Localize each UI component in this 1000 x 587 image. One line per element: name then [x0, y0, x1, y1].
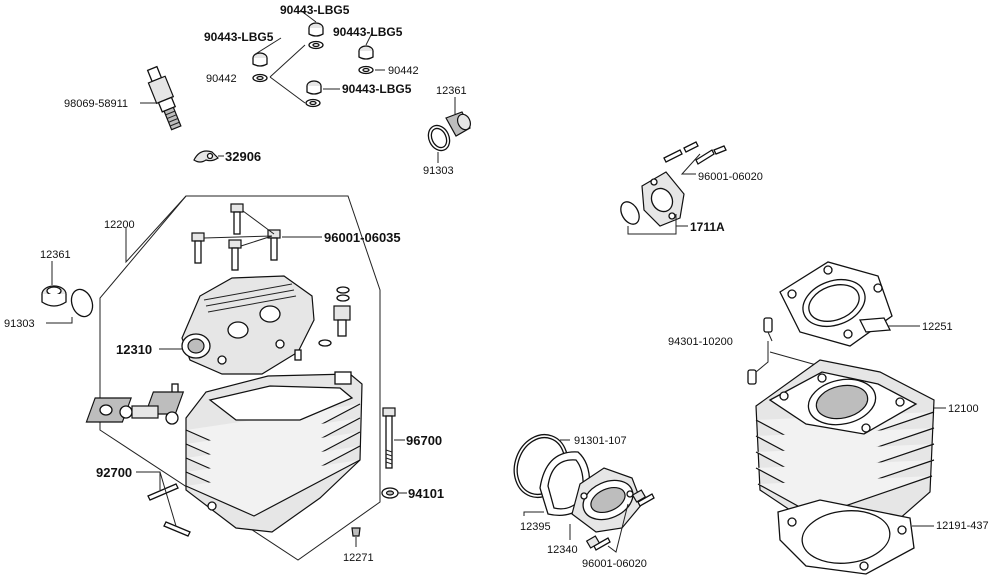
label-12271: 12271	[343, 552, 374, 564]
intake-flange	[620, 171, 685, 227]
label-96700: 96700	[406, 433, 442, 448]
spark-plug	[146, 65, 182, 131]
label-94301-10200: 94301-10200	[668, 336, 733, 348]
label-90443-lower: 90443-LBG5	[342, 82, 412, 96]
plug-clip	[193, 150, 219, 163]
label-92700: 92700	[96, 465, 132, 480]
cylinder-head-cover	[181, 275, 315, 375]
washer-lower	[305, 98, 321, 108]
dowel-12271	[351, 527, 361, 537]
head-assembly-outline	[99, 195, 381, 561]
inspection-cap-left	[41, 285, 94, 318]
label-12361-left: 12361	[40, 249, 71, 261]
label-90443-top: 90443-LBG5	[280, 3, 350, 17]
cap-nut-lower	[306, 80, 322, 95]
cap-nut-cluster	[252, 9, 385, 108]
label-96001-06020-top: 96001-06020	[698, 171, 763, 183]
tappet-adjuster	[99, 404, 179, 425]
washer-94101	[381, 487, 399, 499]
stud-bolt	[382, 407, 396, 469]
washer-left	[252, 73, 268, 83]
oil-pipe-fitting	[333, 286, 351, 337]
label-91303-left: 91303	[4, 318, 35, 330]
label-90443-left: 90443-LBG5	[204, 30, 274, 44]
label-96001-06020-bottom: 96001-06020	[582, 558, 647, 570]
cylinder-block	[755, 359, 935, 535]
label-12200: 12200	[104, 219, 135, 231]
label-90442-left: 90442	[206, 73, 237, 85]
cap-nut-top	[308, 22, 324, 37]
label-91301-107: 91301-107	[574, 435, 627, 447]
washer-top	[308, 40, 324, 50]
label-12395: 12395	[520, 521, 551, 533]
side-cover-bolts	[585, 489, 655, 551]
base-gasket	[777, 499, 915, 575]
label-91303-top: 91303	[423, 165, 454, 177]
label-32906: 32906	[225, 149, 261, 164]
label-96001-06035: 96001-06035	[324, 230, 401, 245]
label-12340: 12340	[547, 544, 578, 556]
label-1711A: 1711A	[690, 220, 725, 234]
inspection-cap-top	[427, 111, 472, 152]
label-90443-right: 90443-LBG5	[333, 25, 403, 39]
label-94101: 94101	[408, 486, 444, 501]
label-90442-right: 90442	[388, 65, 419, 77]
label-12100: 12100	[948, 403, 979, 415]
label-12361-top: 12361	[436, 85, 467, 97]
dowel-pin-head	[171, 339, 332, 395]
cap-nut-right	[358, 45, 374, 60]
label-12310: 12310	[116, 342, 152, 357]
pin-pair	[147, 483, 191, 537]
head-gasket	[779, 261, 893, 347]
cap-nut-left	[252, 52, 268, 67]
label-12191-437: 12191-437	[936, 520, 989, 532]
label-98069-58911: 98069-58911	[64, 98, 128, 110]
label-12251: 12251	[922, 321, 953, 333]
flange-bolts	[663, 141, 727, 165]
cylinder-head	[85, 371, 363, 533]
washer-right	[358, 65, 374, 75]
